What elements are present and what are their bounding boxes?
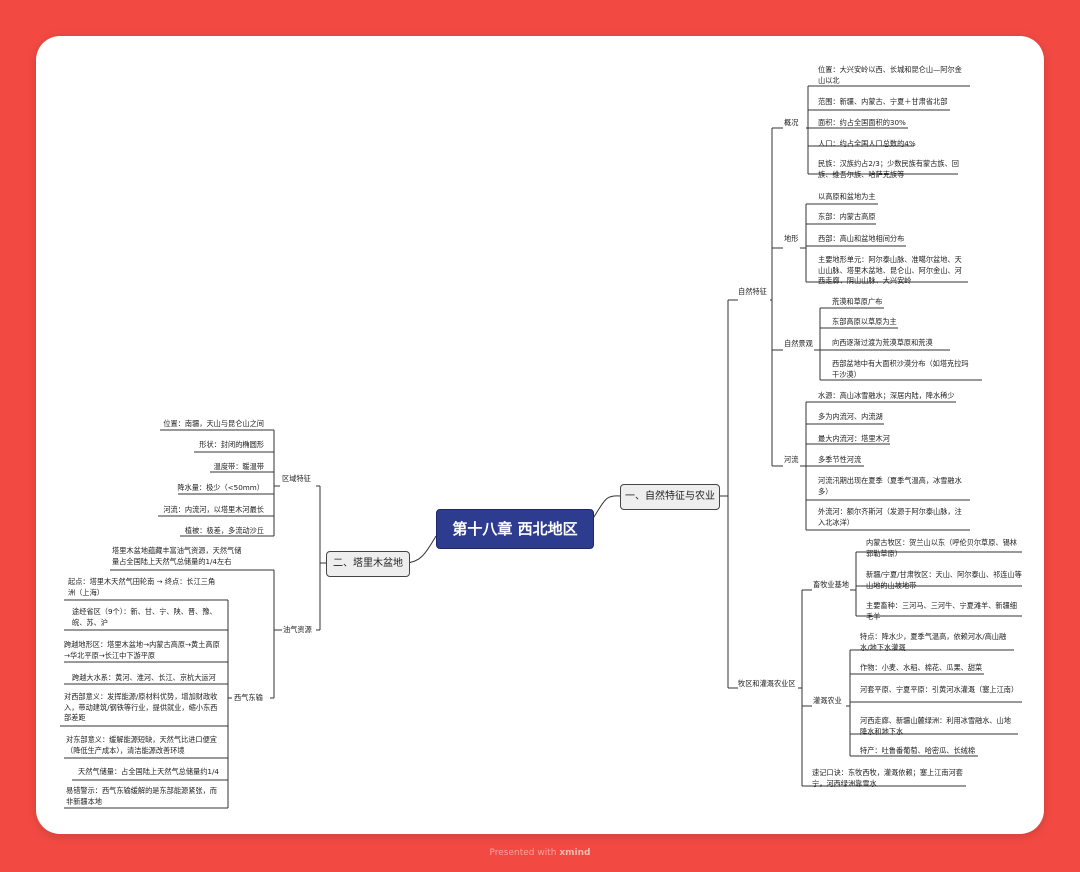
overview-area: 面积：约占全国面积的30% bbox=[818, 118, 906, 127]
region-vegetation: 植被：极差，多流动沙丘 bbox=[184, 526, 264, 535]
gas-landforms: 跨越地形区：塔里木盆地→内蒙古高原→黄土高原→华北平原→长江中下游平原 bbox=[64, 640, 220, 660]
terrain-west: 西部：高山和盆地相间分布 bbox=[818, 234, 905, 243]
root-topic[interactable]: 第十八章 西北地区 bbox=[436, 509, 594, 549]
gas-west-significance: 对西部意义：发挥能源/原材料优势，增加财政收入，带动建筑/钢铁等行业，提供就业，… bbox=[64, 692, 218, 722]
livestock-inner-mongolia: 内蒙古牧区：贺兰山以东（呼伦贝尔草原、锡林郭勒草原） bbox=[866, 538, 1017, 558]
subtopic-irrigation-agri[interactable]: 灌溉农业 bbox=[813, 696, 842, 705]
gas-reserves: 天然气储量：占全国陆上天然气总储量约1/4 bbox=[78, 767, 219, 776]
landscape-desert-grassland: 荒漠和草原广布 bbox=[832, 297, 883, 306]
subtopic-livestock-base[interactable]: 畜牧业基地 bbox=[813, 580, 849, 589]
irrigation-specialties: 特产：吐鲁番葡萄、哈密瓜、长绒棉 bbox=[860, 746, 976, 755]
region-shape: 形状：封闭的椭圆形 bbox=[199, 440, 264, 449]
xmind-logo: xmind bbox=[559, 848, 591, 858]
subtopic-landscape[interactable]: 自然景观 bbox=[784, 339, 813, 348]
main-topic-tarim-basin[interactable]: 二、塔里木盆地 bbox=[326, 551, 410, 577]
river-outflow: 外流河：额尔齐斯河（发源于阿尔泰山脉，注入北冰洋） bbox=[818, 507, 962, 527]
subtopic-terrain[interactable]: 地形 bbox=[784, 234, 799, 243]
river-inland: 多为内流河、内流湖 bbox=[818, 412, 883, 421]
mnemonic: 速记口诀：东牧西牧，灌溉依赖；塞上江南河套宁，河西绿洲靠雪水 bbox=[812, 768, 963, 788]
livestock-breeds: 主要畜种：三河马、三河牛、宁夏滩羊、新疆细毛羊 bbox=[866, 601, 1017, 621]
landscape-east-grassland: 东部高原以草原为主 bbox=[832, 317, 897, 326]
livestock-xinjiang: 新疆/宁夏/甘肃牧区：天山、阿尔泰山、祁连山等山地的山坡地带 bbox=[866, 570, 1022, 590]
region-rivers: 河流：内流河，以塔里木河最长 bbox=[163, 505, 264, 514]
subtopic-oil-gas[interactable]: 油气资源 bbox=[283, 625, 312, 634]
subtopic-region-features[interactable]: 区域特征 bbox=[282, 474, 311, 483]
subtopic-pasture-irrigation[interactable]: 牧区和灌溉农业区 bbox=[738, 679, 796, 688]
footer-text: Presented with bbox=[489, 848, 557, 858]
terrain-main: 以高原和盆地为主 bbox=[818, 192, 876, 201]
region-precipitation: 降水量：极少（<50mm） bbox=[177, 483, 264, 492]
overview-ethnic: 民族：汉族约占2/3；少数民族有蒙古族、回族、维吾尔族、哈萨克族等 bbox=[818, 159, 959, 179]
river-source: 水源：高山冰雪融水；深居内陆，降水稀少 bbox=[818, 391, 955, 400]
subtopic-rivers[interactable]: 河流 bbox=[784, 455, 799, 464]
river-flood-season: 河流汛期出现在夏季（夏季气温高，冰雪融水多） bbox=[818, 476, 962, 496]
gas-rivers: 跨越大水系：黄河、淮河、长江、京杭大运河 bbox=[72, 673, 216, 682]
gas-east-significance: 对东部意义：缓解能源短缺，天然气比进口便宜（降低生产成本），清洁能源改善环境 bbox=[66, 735, 217, 755]
presented-with-footer: Presented with xmind bbox=[0, 848, 1080, 858]
subtopic-natural-features[interactable]: 自然特征 bbox=[738, 287, 767, 296]
region-temp-zone: 温度带：暖温带 bbox=[213, 462, 264, 471]
overview-range: 范围：新疆、内蒙古、宁夏＋甘肃省北部 bbox=[818, 97, 948, 106]
river-seasonal: 多季节性河流 bbox=[818, 455, 862, 464]
subtopic-overview[interactable]: 概况 bbox=[784, 118, 799, 127]
subtopic-west-east-gas[interactable]: 西气东输 bbox=[234, 693, 263, 702]
gas-provinces: 途经省区（9个）：新、甘、宁、陕、晋、豫、皖、苏、沪 bbox=[72, 607, 217, 627]
oil-gas-intro: 塔里木盆地蕴藏丰富油气资源，天然气储量占全国陆上天然气总储量的1/4左右 bbox=[112, 546, 242, 566]
landscape-basin-desert: 西部盆地中有大面积沙漠分布（如塔克拉玛干沙漠） bbox=[832, 359, 969, 379]
mindmap-canvas bbox=[36, 36, 1044, 834]
terrain-east: 东部：内蒙古高原 bbox=[818, 212, 876, 221]
irrigation-crops: 作物：小麦、水稻、棉花、瓜果、甜菜 bbox=[860, 663, 983, 672]
irrigation-hexi-oasis: 河西走廊、新疆山麓绿洲：利用冰雪融水、山地降水和地下水 bbox=[860, 716, 1011, 736]
overview-location: 位置：大兴安岭以西、长城和昆仑山—阿尔金山以北 bbox=[818, 65, 962, 85]
terrain-units: 主要地形单元：阿尔泰山脉、准噶尔盆地、天山山脉、塔里木盆地、昆仑山、阿尔金山、河… bbox=[818, 255, 962, 285]
main-topic-natural-agri[interactable]: 一、自然特征与农业 bbox=[620, 484, 720, 510]
overview-population: 人口：约占全国人口总数的4% bbox=[818, 139, 916, 148]
river-largest: 最大内流河：塔里木河 bbox=[818, 434, 890, 443]
irrigation-hetao-ningxia: 河套平原、宁夏平原：引黄河水灌溉（塞上江南） bbox=[860, 685, 1019, 694]
irrigation-features: 特点：降水少，夏季气温高，依赖河水/高山融水/地下水灌溉 bbox=[860, 632, 1007, 652]
gas-warning: 易错警示：西气东输缓解的是东部能源紧张，而非新疆本地 bbox=[66, 786, 217, 806]
landscape-west-transition: 向西逐渐过渡为荒漠草原和荒漠 bbox=[832, 338, 933, 347]
gas-start-end: 起点：塔里木天然气田轮南 → 终点：长江三角洲（上海） bbox=[68, 577, 216, 597]
region-location: 位置：南疆，天山与昆仑山之间 bbox=[163, 419, 264, 428]
